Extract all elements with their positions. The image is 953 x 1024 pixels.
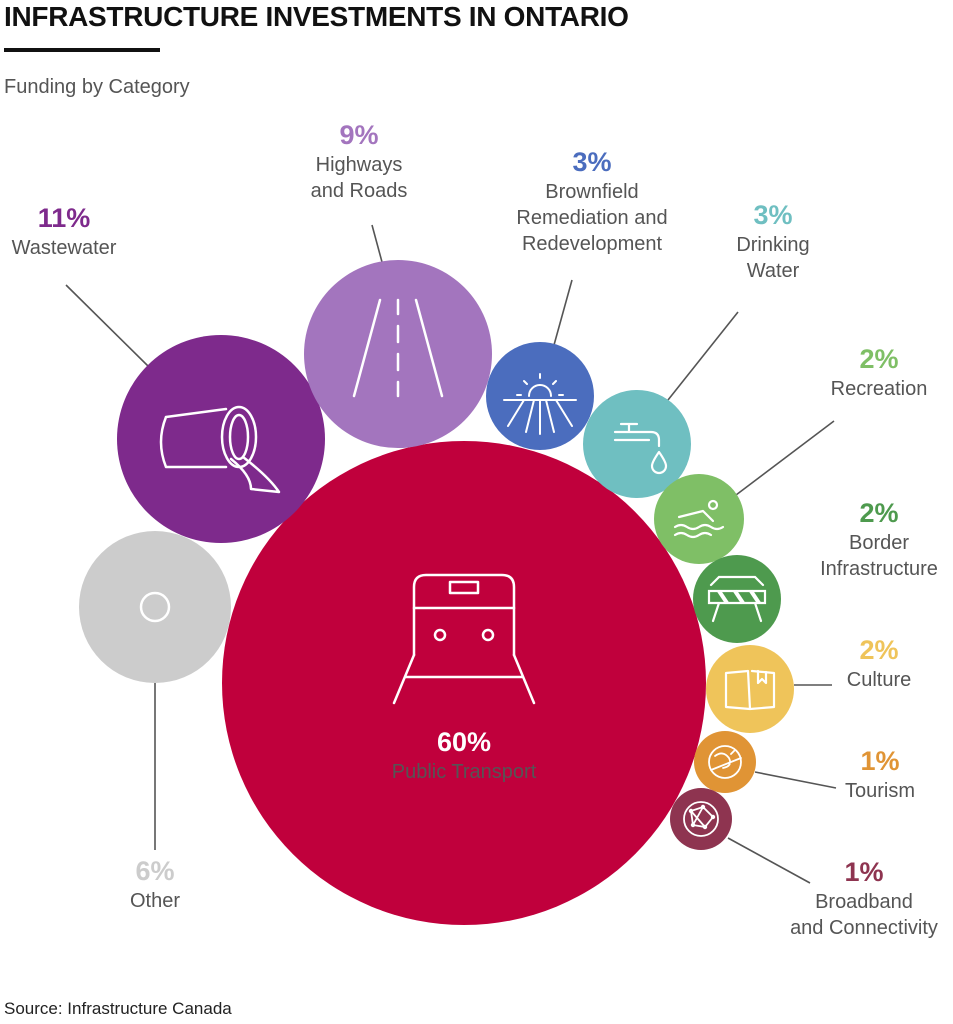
value-label-drinking-water: 3% bbox=[753, 200, 792, 230]
faucet-icon bbox=[613, 422, 668, 475]
label-broadband-and-connectivity: 1% Broadband and Connectivity bbox=[790, 857, 938, 939]
leader-line-recreation bbox=[735, 420, 835, 496]
bubble-other bbox=[79, 531, 231, 683]
bubble-public-transport bbox=[222, 441, 706, 925]
leader-line-brownfield-remediation-and-redevelopment bbox=[553, 279, 573, 346]
value-label-wastewater: 11% bbox=[38, 203, 91, 233]
train-icon bbox=[392, 573, 536, 705]
labels: 60% Public Transport 11% Wastewater 9% Highwa… bbox=[12, 120, 938, 939]
value-label-tourism: 1% bbox=[860, 746, 899, 776]
label-culture: 2% Culture bbox=[847, 635, 911, 691]
pipe-icon bbox=[159, 405, 281, 494]
title-underline bbox=[4, 48, 160, 52]
category-label-highways-and-roads: and Roads bbox=[311, 180, 408, 202]
bubble-recreation bbox=[654, 474, 744, 564]
barrier-icon bbox=[707, 575, 767, 623]
category-label-public-transport: Public Transport bbox=[392, 761, 537, 783]
category-label-broadband-and-connectivity: Broadband bbox=[815, 891, 913, 913]
value-label-public-transport: 60% bbox=[437, 727, 491, 757]
leader-line-wastewater bbox=[65, 284, 149, 367]
value-label-recreation: 2% bbox=[859, 344, 898, 374]
source-note: Source: Infrastructure Canada bbox=[4, 999, 232, 1018]
value-label-border-infrastructure: 2% bbox=[859, 498, 898, 528]
category-label-broadband-and-connectivity: and Connectivity bbox=[790, 917, 938, 939]
category-label-recreation: Recreation bbox=[831, 378, 928, 400]
category-label-brownfield-remediation-and-redevelopment: Redevelopment bbox=[522, 233, 663, 255]
category-label-border-infrastructure: Infrastructure bbox=[820, 558, 938, 580]
category-label-drinking-water: Drinking bbox=[736, 234, 809, 256]
value-label-highways-and-roads: 9% bbox=[339, 120, 378, 150]
category-label-culture: Culture bbox=[847, 669, 911, 691]
value-label-other: 6% bbox=[135, 856, 174, 886]
network-globe-icon bbox=[683, 801, 719, 837]
label-highways-and-roads: 9% Highways and Roads bbox=[311, 120, 408, 202]
bubble-broadband-and-connectivity bbox=[670, 788, 732, 850]
label-wastewater: 11% Wastewater bbox=[12, 203, 117, 259]
label-tourism: 1% Tourism bbox=[845, 746, 915, 802]
book-icon bbox=[724, 669, 776, 711]
icons bbox=[139, 298, 776, 837]
leader-line-highways-and-roads bbox=[371, 224, 383, 263]
label-other: 6% Other bbox=[130, 856, 180, 912]
label-public-transport: 60% Public Transport bbox=[392, 727, 537, 783]
bubble-brownfield-remediation-and-redevelopment bbox=[486, 342, 594, 450]
value-label-brownfield-remediation-and-redevelopment: 3% bbox=[572, 147, 611, 177]
category-label-tourism: Tourism bbox=[845, 780, 915, 802]
chart-subtitle: Funding by Category bbox=[4, 76, 190, 98]
category-label-wastewater: Wastewater bbox=[12, 237, 117, 259]
sunrise-field-icon bbox=[503, 373, 577, 435]
category-label-brownfield-remediation-and-redevelopment: Remediation and bbox=[516, 207, 667, 229]
category-label-highways-and-roads: Highways bbox=[316, 154, 403, 176]
swimmer-icon bbox=[673, 499, 725, 539]
bubbles bbox=[79, 260, 794, 925]
globe-plane-icon bbox=[708, 745, 742, 779]
leader-lines bbox=[65, 224, 837, 884]
circle-icon bbox=[139, 591, 171, 623]
leader-line-broadband-and-connectivity bbox=[727, 837, 811, 884]
bubble-tourism bbox=[694, 731, 756, 793]
category-label-other: Other bbox=[130, 890, 180, 912]
page-title: INFRASTRUCTURE INVESTMENTS IN ONTARIO bbox=[4, 1, 629, 32]
value-label-broadband-and-connectivity: 1% bbox=[844, 857, 883, 887]
leader-line-drinking-water bbox=[667, 311, 739, 401]
value-label-culture: 2% bbox=[859, 635, 898, 665]
category-label-drinking-water: Water bbox=[747, 260, 800, 282]
label-recreation: 2% Recreation bbox=[831, 344, 928, 400]
leader-line-tourism bbox=[754, 771, 837, 789]
category-label-border-infrastructure: Border bbox=[849, 532, 909, 554]
road-icon bbox=[352, 298, 444, 398]
bubble-border-infrastructure bbox=[693, 555, 781, 643]
category-label-brownfield-remediation-and-redevelopment: Brownfield bbox=[545, 181, 638, 203]
